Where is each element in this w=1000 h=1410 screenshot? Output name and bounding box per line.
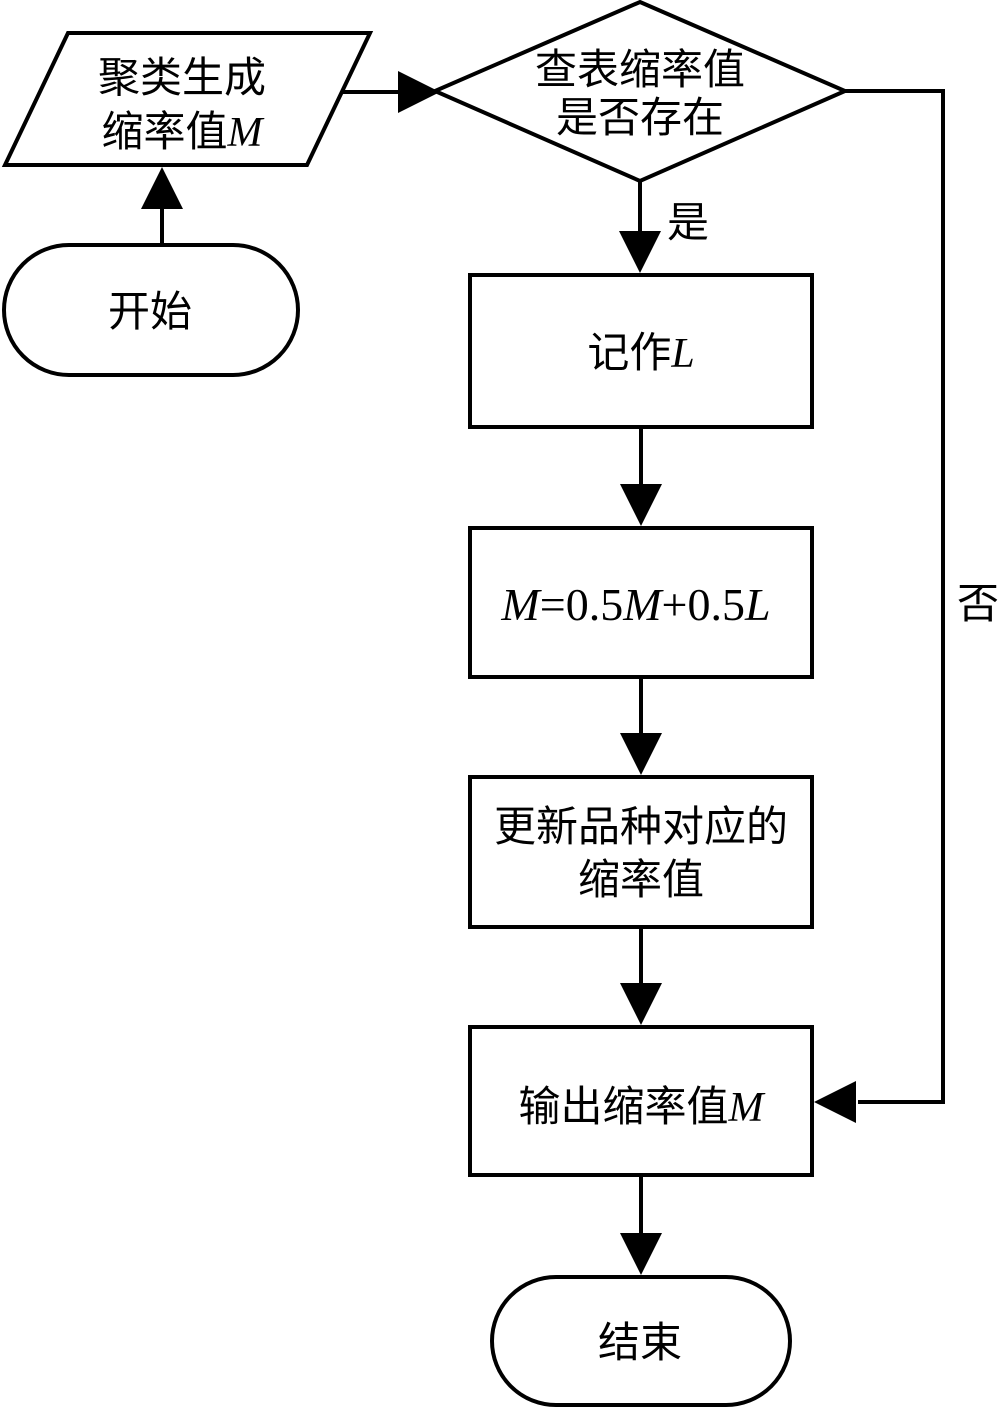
decision-label-line2: 是否存在 — [556, 96, 724, 142]
record-box — [468, 273, 814, 429]
decision-diamond — [430, 0, 850, 184]
arrowhead-output-to-end — [620, 1233, 662, 1275]
arrowhead-decision-to-output — [814, 1081, 856, 1123]
arrowhead-decision-to-record — [619, 231, 661, 273]
update-label-line2: 缩率值 — [578, 857, 704, 904]
start-node — [2, 243, 300, 377]
edge-decision-to-output — [845, 89, 945, 1104]
update-label-line1: 更新品种对应的 — [494, 804, 788, 851]
arrowhead-update-to-output — [620, 983, 662, 1025]
update-box — [468, 775, 814, 929]
arrowhead-cluster-to-decision — [398, 71, 440, 113]
no-edge-label: 否 — [957, 582, 999, 628]
formula-box — [468, 526, 814, 679]
arrowhead-start-to-cluster — [141, 167, 183, 209]
formula-label: M=0.5M+0.5L — [500, 579, 770, 630]
yes-edge-label: 是 — [667, 201, 709, 247]
cluster-label-line1: 聚类生成 — [98, 56, 266, 102]
cluster-parallelogram — [1, 31, 374, 167]
arrowhead-formula-to-update — [620, 733, 662, 775]
cluster-label-line2: 缩率值M — [101, 109, 264, 156]
arrowhead-record-to-formula — [620, 484, 662, 526]
start-label: 开始 — [108, 290, 192, 336]
output-label: 输出缩率值M — [518, 1084, 765, 1131]
end-label: 结束 — [598, 1321, 682, 1367]
output-box — [468, 1025, 814, 1177]
decision-label-line1: 查表缩率值 — [535, 47, 745, 94]
record-label: 记作L — [587, 331, 694, 377]
end-node — [490, 1275, 792, 1407]
